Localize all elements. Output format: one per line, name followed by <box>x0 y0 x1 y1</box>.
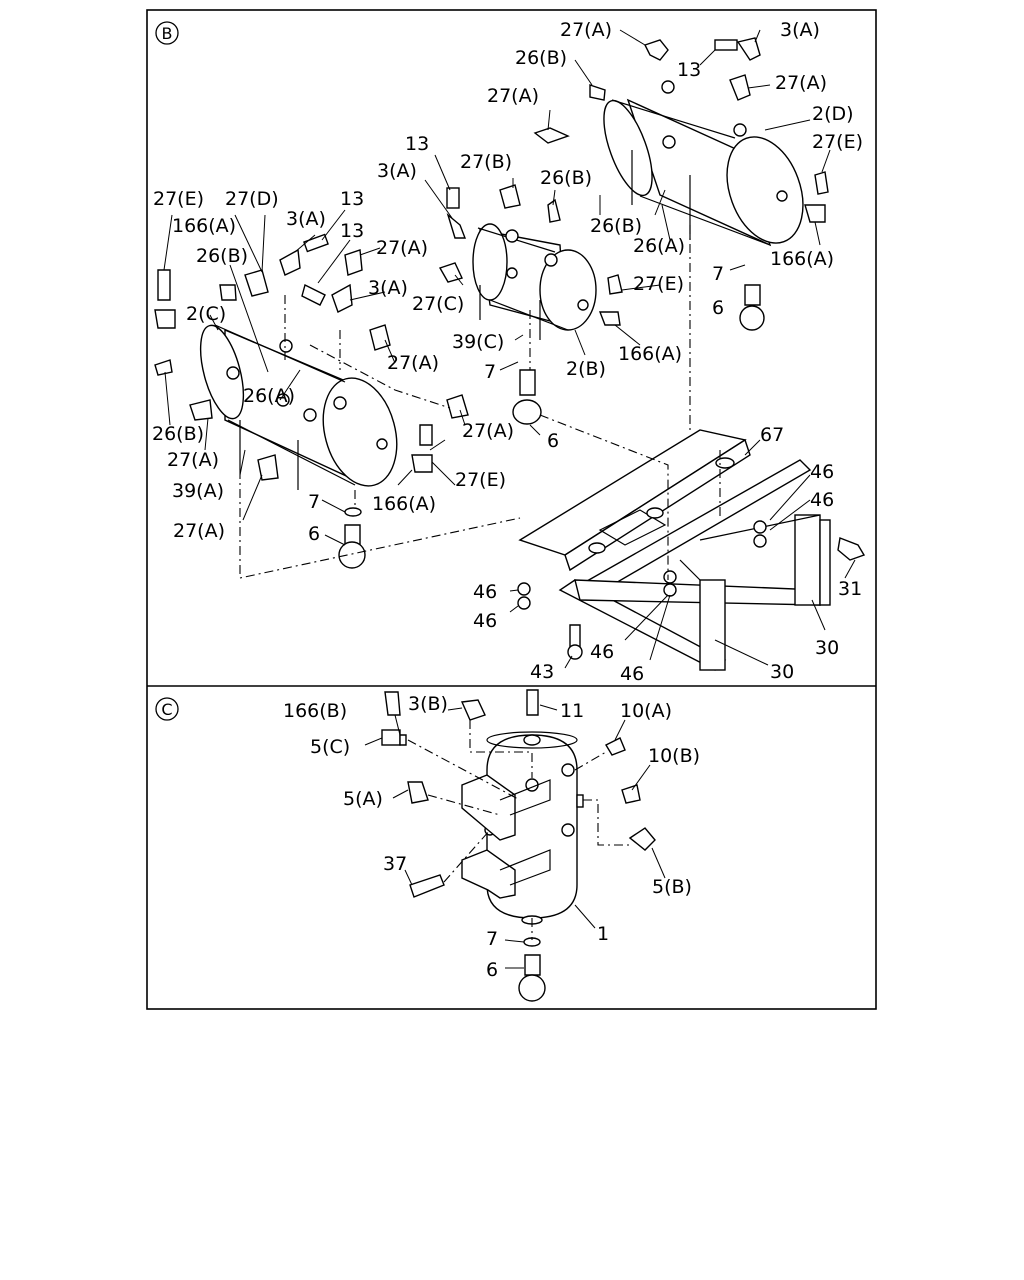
label-3a: 3(A) <box>368 277 408 299</box>
air-tank-2c <box>199 324 398 490</box>
label-7: 7 <box>484 361 496 383</box>
label-5a: 5(A) <box>343 788 383 810</box>
label-3a: 3(A) <box>780 19 820 41</box>
label-46: 46 <box>810 461 834 483</box>
diagram-frame <box>146 9 877 1010</box>
label-46: 46 <box>590 641 614 663</box>
frame-bracket-assembly <box>517 429 866 671</box>
label-3b: 3(B) <box>408 693 448 715</box>
label-166a: 166(A) <box>770 248 834 270</box>
label-26b: 26(B) <box>540 167 592 189</box>
section-badge-c: C <box>155 697 179 721</box>
fittings-upper <box>154 37 829 569</box>
label-26a: 26(A) <box>633 235 685 257</box>
label-46: 46 <box>473 610 497 632</box>
label-5b: 5(B) <box>652 876 692 898</box>
label-10b: 10(B) <box>648 745 700 767</box>
label-27e: 27(E) <box>153 188 204 210</box>
label-13: 13 <box>340 188 364 210</box>
label-7: 7 <box>712 263 724 285</box>
label-26b: 26(B) <box>515 47 567 69</box>
label-27d: 27(D) <box>225 188 279 210</box>
label-26b: 26(B) <box>590 215 642 237</box>
label-30: 30 <box>770 661 794 683</box>
label-46: 46 <box>810 489 834 511</box>
label-30: 30 <box>815 637 839 659</box>
label-26b: 26(B) <box>152 423 204 445</box>
svg-text:C: C <box>161 700 172 719</box>
svg-text:B: B <box>162 24 173 43</box>
label-27a: 27(A) <box>167 449 219 471</box>
label-7: 7 <box>308 491 320 513</box>
label-166a: 166(A) <box>372 493 436 515</box>
label-3a: 3(A) <box>286 208 326 230</box>
label-27a: 27(A) <box>387 352 439 374</box>
label-166a: 166(A) <box>618 343 682 365</box>
label-26b: 26(B) <box>196 245 248 267</box>
label-6: 6 <box>712 297 724 319</box>
label-2b: 2(B) <box>566 358 606 380</box>
label-37: 37 <box>383 853 407 875</box>
label-6: 6 <box>308 523 320 545</box>
label-10a: 10(A) <box>620 700 672 722</box>
label-31: 31 <box>838 578 862 600</box>
label-27a: 27(A) <box>173 520 225 542</box>
label-1: 1 <box>597 923 609 945</box>
label-7: 7 <box>486 928 498 950</box>
label-11: 11 <box>560 700 584 722</box>
fittings-lower <box>381 689 656 1002</box>
label-27a: 27(A) <box>462 420 514 442</box>
label-2c: 2(C) <box>186 303 226 325</box>
label-27c: 27(C) <box>412 293 464 315</box>
label-5c: 5(C) <box>310 736 350 758</box>
label-27e: 27(E) <box>633 273 684 295</box>
label-27a: 27(A) <box>376 237 428 259</box>
air-tank-2d <box>603 80 804 247</box>
label-27a: 27(A) <box>560 19 612 41</box>
air-tank-1 <box>461 731 584 925</box>
label-39c: 39(C) <box>452 331 504 353</box>
label-39a: 39(A) <box>172 480 224 502</box>
label-13: 13 <box>340 220 364 242</box>
section-badge-b: B <box>155 21 179 45</box>
routing-lines-lower <box>364 704 666 969</box>
label-27a: 27(A) <box>775 72 827 94</box>
label-6: 6 <box>547 430 559 452</box>
label-13: 13 <box>677 59 701 81</box>
label-166b: 166(B) <box>283 700 347 722</box>
label-166a: 166(A) <box>172 215 236 237</box>
air-tank-2b <box>472 223 597 340</box>
label-27b: 27(B) <box>460 151 512 173</box>
label-6: 6 <box>486 959 498 981</box>
label-46: 46 <box>473 581 497 603</box>
label-13: 13 <box>405 133 429 155</box>
label-2d: 2(D) <box>812 103 854 125</box>
label-27e: 27(E) <box>812 131 863 153</box>
label-67: 67 <box>760 424 784 446</box>
label-3a: 3(A) <box>377 160 417 182</box>
label-43: 43 <box>530 661 554 683</box>
label-27a: 27(A) <box>487 85 539 107</box>
routing-lines-upper <box>163 29 856 669</box>
label-46: 46 <box>620 663 644 685</box>
label-26a: 26(A) <box>243 385 295 407</box>
label-27e: 27(E) <box>455 469 506 491</box>
